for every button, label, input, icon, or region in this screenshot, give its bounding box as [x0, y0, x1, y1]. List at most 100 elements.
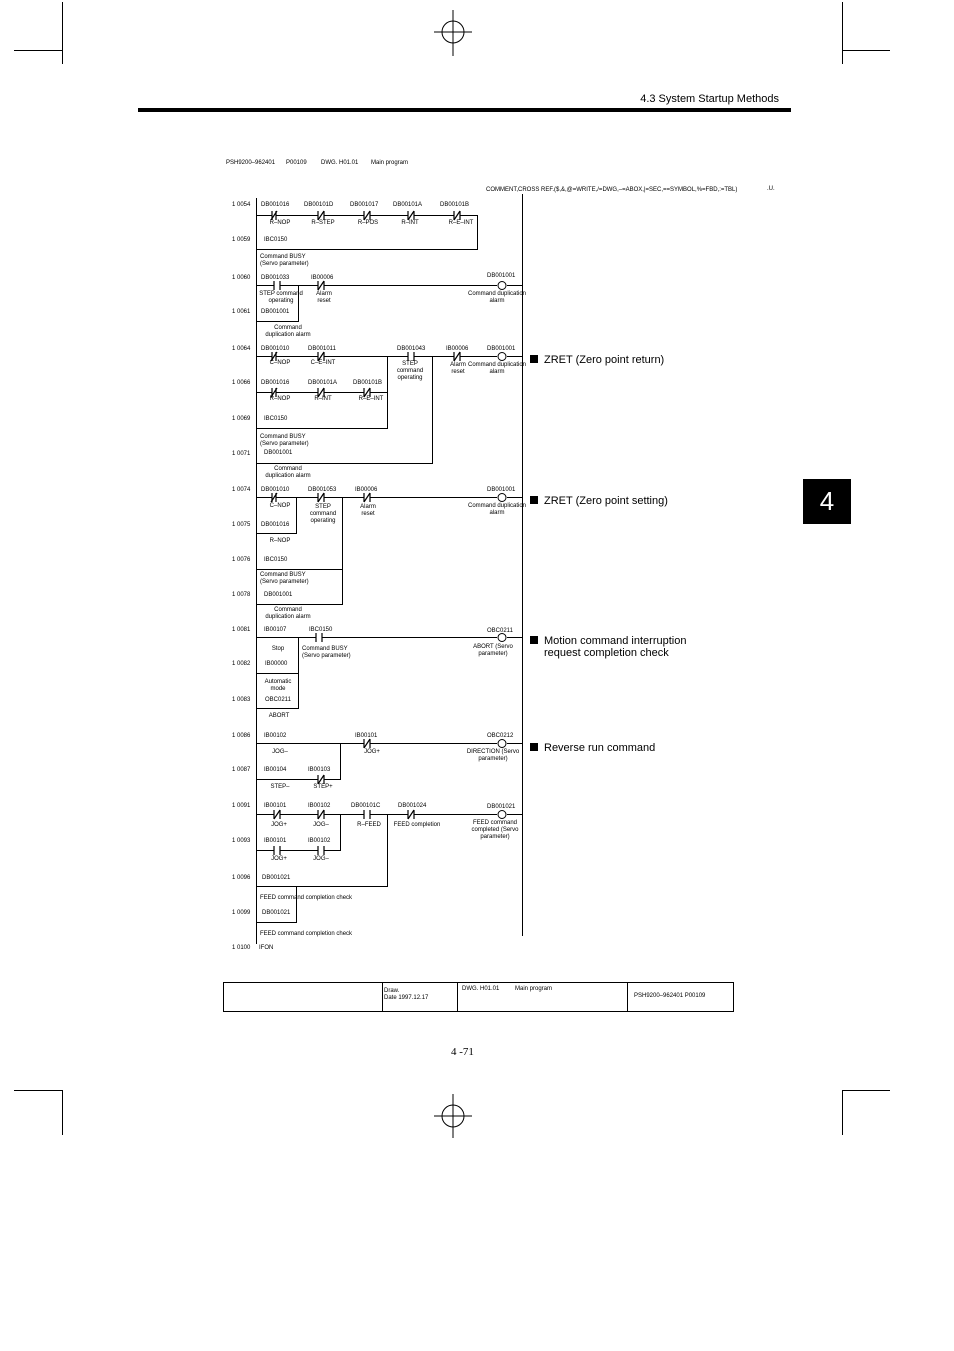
- drawing-title-block: Draw. Date 1997.12.17 DWG. H01.01 Main p…: [223, 982, 734, 1012]
- contact-comment: STEP command operating: [396, 361, 424, 381]
- coil-address: DB001021: [487, 804, 516, 810]
- contact-comment: R–E–INT: [358, 396, 384, 402]
- diagram-program: Main program: [371, 160, 409, 166]
- contact-address: DB001024: [398, 803, 427, 809]
- coil-comment: DIRECTION (Servo parameter): [466, 749, 520, 762]
- contact-comment: Command duplication alarm: [265, 466, 311, 479]
- contact-address: IB00101: [264, 838, 287, 844]
- coil-comment: Command duplication alarm: [467, 503, 527, 516]
- rung-number: 1 0091: [232, 803, 251, 809]
- chapter-tab: 4: [803, 479, 851, 524]
- contact-comment: STEP+: [313, 784, 333, 790]
- crop-mark: [842, 1090, 843, 1135]
- bullet-square-icon: [530, 636, 538, 644]
- instruction-ifon: IFON: [259, 945, 274, 951]
- contact-comment: FEED completion: [393, 822, 441, 828]
- contact-comment: Command BUSY (Servo parameter): [260, 434, 309, 447]
- rung-number: 1 0081: [232, 627, 251, 633]
- coil-address: DB001001: [487, 273, 516, 279]
- contact-address: IBC0150: [264, 416, 288, 422]
- contact-address: DB00101B: [353, 380, 383, 386]
- coil-comment: Command duplication alarm: [467, 362, 527, 375]
- contact-comment: STEP command operating: [309, 504, 337, 524]
- coil-address: DB001001: [487, 346, 516, 352]
- rung-number: 1 0083: [232, 697, 251, 703]
- contact-address: IB00006: [355, 487, 378, 493]
- contact-comment: FEED command completion check: [260, 931, 353, 937]
- bullet-square-icon: [530, 496, 538, 504]
- contact-comment: ABORT: [268, 713, 290, 719]
- contact-comment: Automatic mode: [264, 679, 292, 692]
- contact-comment: C–E–INT: [310, 360, 336, 366]
- contact-comment: STEP command operating: [259, 291, 303, 304]
- contact-address: IB00000: [265, 661, 288, 667]
- contact-comment: C–NOP: [269, 503, 291, 509]
- contact-comment: JOG+: [364, 749, 380, 755]
- contact-address: DB001001: [264, 450, 293, 456]
- contact-comment: Stop: [271, 646, 285, 652]
- contact-address: DB001017: [350, 202, 379, 208]
- divider: [457, 983, 458, 1011]
- contact-address: IBC0150: [264, 237, 288, 243]
- page-number: 4 -71: [451, 1046, 474, 1058]
- rung-number: 1 0082: [232, 661, 251, 667]
- bullet-square-icon: [530, 355, 538, 363]
- contact-comment: Command duplication alarm: [265, 607, 311, 620]
- contact-comment: R–POS: [357, 220, 379, 226]
- contact-comment: R–NOP: [269, 538, 291, 544]
- contact-comment: C–NOP: [269, 360, 291, 366]
- dwg-label: DWG. H01.01: [462, 986, 500, 992]
- contact-address: DB001033: [261, 275, 290, 281]
- rung-number: 1 0064: [232, 346, 251, 352]
- rung-number: 1 0071: [232, 451, 251, 457]
- contact-address: DB001011: [308, 346, 336, 352]
- contact-address: DB001016: [261, 202, 290, 208]
- contact-address: DB001001: [261, 309, 290, 315]
- rung-number: 1 0074: [232, 487, 251, 493]
- contact-comment: R–INT: [401, 220, 419, 226]
- contact-address: IBC0150: [264, 557, 288, 563]
- contact-address: DB00101A: [308, 380, 338, 386]
- contact-address: DB001001: [264, 592, 293, 598]
- contact-address: DB001010: [261, 346, 290, 352]
- rung-number: 1 0076: [232, 557, 251, 563]
- contact-address: IB00103: [308, 767, 331, 773]
- coil-comment: ABORT (Servo parameter): [473, 644, 513, 657]
- contact-address: DB001010: [261, 487, 290, 493]
- header-rule: [138, 108, 791, 112]
- contact-address: IB00101: [355, 733, 378, 739]
- contact-comment: Command BUSY (Servo parameter): [260, 254, 309, 267]
- rung-number: 1 0087: [232, 767, 251, 773]
- crop-mark: [842, 1090, 890, 1091]
- contact-comment: JOG–: [272, 749, 288, 755]
- contact-address: IB00107: [264, 627, 287, 633]
- contact-address: DB00101B: [440, 202, 470, 208]
- crop-mark: [62, 2, 63, 64]
- contact-comment: Alarm reset: [450, 362, 466, 375]
- contact-address: IB00102: [308, 838, 331, 844]
- rung-number: 1 0066: [232, 380, 251, 386]
- contact-comment: STEP–: [270, 784, 290, 790]
- contact-address: IB00102: [308, 803, 331, 809]
- contact-address: DB001043: [397, 346, 426, 352]
- divider: [382, 983, 383, 1011]
- crop-mark: [14, 1090, 63, 1091]
- coil-address: OBC0212: [487, 733, 514, 739]
- crop-mark: [842, 2, 843, 64]
- contact-address: DB001016: [261, 380, 290, 386]
- description-zret-setting: ZRET (Zero point setting): [530, 495, 668, 507]
- description-reverse-run: Reverse run command: [530, 742, 655, 754]
- contact-comment: Command duplication alarm: [265, 325, 311, 338]
- contact-address: DB001021: [262, 910, 291, 916]
- program-label: Main program: [515, 986, 553, 992]
- contact-address: IB00104: [264, 767, 287, 773]
- contact-address: IB00006: [446, 346, 469, 352]
- rung-number: 1 0086: [232, 733, 251, 739]
- rung-number: 1 0069: [232, 416, 251, 422]
- diagram-dwg: DWG. H01.01: [321, 160, 359, 166]
- contact-comment: JOG–: [313, 822, 329, 828]
- contact-address: IB00006: [311, 275, 334, 281]
- crop-mark: [62, 1090, 63, 1135]
- contact-comment: R–NOP: [269, 396, 291, 402]
- contact-address: DB001021: [262, 875, 291, 881]
